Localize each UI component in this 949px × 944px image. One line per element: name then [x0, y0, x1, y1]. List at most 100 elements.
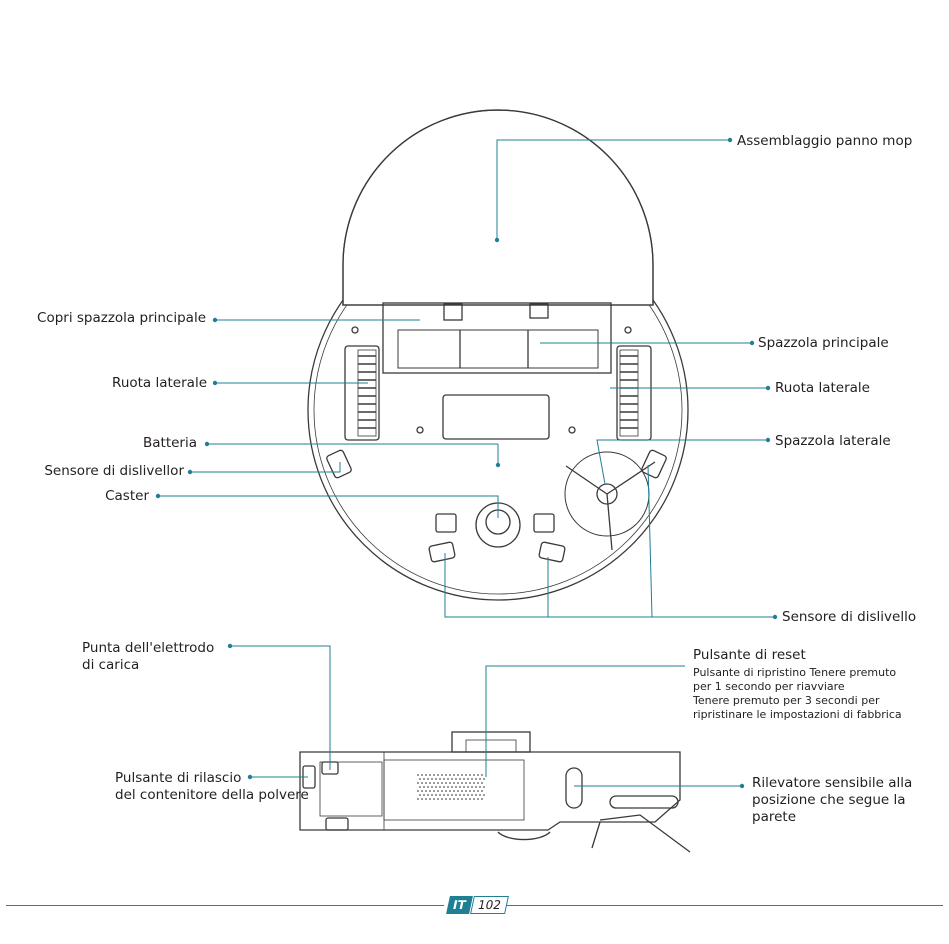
speaker-dot — [477, 774, 479, 776]
speaker-dot — [469, 790, 471, 792]
speaker-dot — [479, 794, 481, 796]
speaker-dot — [419, 778, 421, 780]
speaker-dot — [453, 790, 455, 792]
speaker-dot — [453, 782, 455, 784]
speaker-dot — [417, 790, 419, 792]
speaker-dot — [465, 798, 467, 800]
speaker-dot — [465, 782, 467, 784]
robot-bottom-view — [307, 109, 689, 601]
speaker-dot — [421, 782, 423, 784]
speaker-dot — [449, 782, 451, 784]
speaker-dot — [437, 790, 439, 792]
page-number-badge: IT 102 — [446, 896, 509, 914]
speaker-dot — [475, 786, 477, 788]
speaker-dot — [445, 798, 447, 800]
speaker-dot — [425, 774, 427, 776]
speaker-dot — [419, 786, 421, 788]
label-dust-release-line1: Pulsante di rilascio — [115, 770, 242, 786]
speaker-dot — [469, 774, 471, 776]
robot-side-view — [299, 731, 691, 853]
speaker-dot — [441, 782, 443, 784]
speaker-dot — [477, 782, 479, 784]
speaker-dot — [445, 782, 447, 784]
speaker-dot — [443, 794, 445, 796]
speaker-dot — [457, 782, 459, 784]
speaker-dot — [465, 790, 467, 792]
speaker-dot — [459, 778, 461, 780]
speaker-dot — [449, 790, 451, 792]
label-main-brush-cover: Copri spazzola principale — [37, 310, 206, 326]
speaker-dot — [435, 786, 437, 788]
speaker-dot — [459, 794, 461, 796]
speaker-dot — [441, 774, 443, 776]
speaker-dot — [421, 790, 423, 792]
label-charge-tip-line2: di carica — [82, 657, 140, 673]
label-battery: Batteria — [143, 435, 197, 451]
speaker-dot — [425, 782, 427, 784]
speaker-dot — [471, 794, 473, 796]
speaker-dot — [427, 778, 429, 780]
label-side-brush: Spazzola laterale — [775, 433, 891, 449]
speaker-dot — [425, 790, 427, 792]
speaker-dot — [483, 786, 485, 788]
speaker-dot — [465, 774, 467, 776]
speaker-dot — [437, 774, 439, 776]
speaker-dot — [453, 798, 455, 800]
speaker-dot — [461, 774, 463, 776]
speaker-dot — [481, 774, 483, 776]
speaker-dot — [459, 786, 461, 788]
speaker-dot — [419, 794, 421, 796]
speaker-dot — [439, 778, 441, 780]
speaker-dot — [421, 774, 423, 776]
speaker-dot — [433, 798, 435, 800]
speaker-dot — [435, 794, 437, 796]
speaker-dot — [451, 794, 453, 796]
speaker-dot — [449, 798, 451, 800]
label-cliff-sensor-left: Sensore di dislivellor — [44, 463, 184, 479]
footer-rule-right — [506, 905, 943, 906]
speaker-dot — [463, 778, 465, 780]
speaker-dot — [463, 794, 465, 796]
label-reset-desc-1: Pulsante di ripristino Tenere premuto — [693, 666, 897, 679]
speaker-dot — [431, 786, 433, 788]
speaker-dot — [475, 794, 477, 796]
speaker-dot — [433, 782, 435, 784]
speaker-dot — [429, 774, 431, 776]
leader-lines — [158, 139, 775, 787]
speaker-dot — [457, 790, 459, 792]
speaker-dot — [439, 786, 441, 788]
speaker-dot — [423, 794, 425, 796]
label-charge-tip-line1: Punta dell'elettrodo — [82, 640, 215, 656]
speaker-dot — [479, 786, 481, 788]
speaker-dot — [439, 794, 441, 796]
speaker-dot — [443, 778, 445, 780]
speaker-dot — [423, 778, 425, 780]
label-mop-assembly: Assemblaggio panno mop — [737, 133, 913, 149]
speaker-dot — [483, 794, 485, 796]
speaker-dot — [427, 786, 429, 788]
speaker-dot — [417, 798, 419, 800]
speaker-dot — [457, 774, 459, 776]
speaker-dot — [437, 782, 439, 784]
speaker-dot — [477, 790, 479, 792]
speaker-dot — [441, 798, 443, 800]
speaker-dot — [441, 790, 443, 792]
language-code: IT — [446, 896, 473, 914]
label-wall-sensor-line1: Rilevatore sensibile alla — [752, 775, 913, 791]
speaker-dot — [447, 786, 449, 788]
label-reset-desc-4: ripristinare le impostazioni di fabbrica — [693, 708, 902, 721]
speaker-dot — [483, 778, 485, 780]
speaker-dot — [461, 790, 463, 792]
speaker-dot — [463, 786, 465, 788]
page-number: 102 — [469, 896, 509, 914]
label-wall-sensor-line2: posizione che segue la — [752, 792, 906, 808]
label-side-wheel-left: Ruota laterale — [112, 375, 207, 391]
label-wall-sensor-line3: parete — [752, 809, 797, 825]
speaker-dot — [475, 778, 477, 780]
label-reset-desc-3: Tenere premuto per 3 secondi per — [693, 694, 880, 707]
speaker-dot — [437, 798, 439, 800]
speaker-dot — [447, 794, 449, 796]
speaker-dot — [467, 786, 469, 788]
speaker-dot — [429, 798, 431, 800]
